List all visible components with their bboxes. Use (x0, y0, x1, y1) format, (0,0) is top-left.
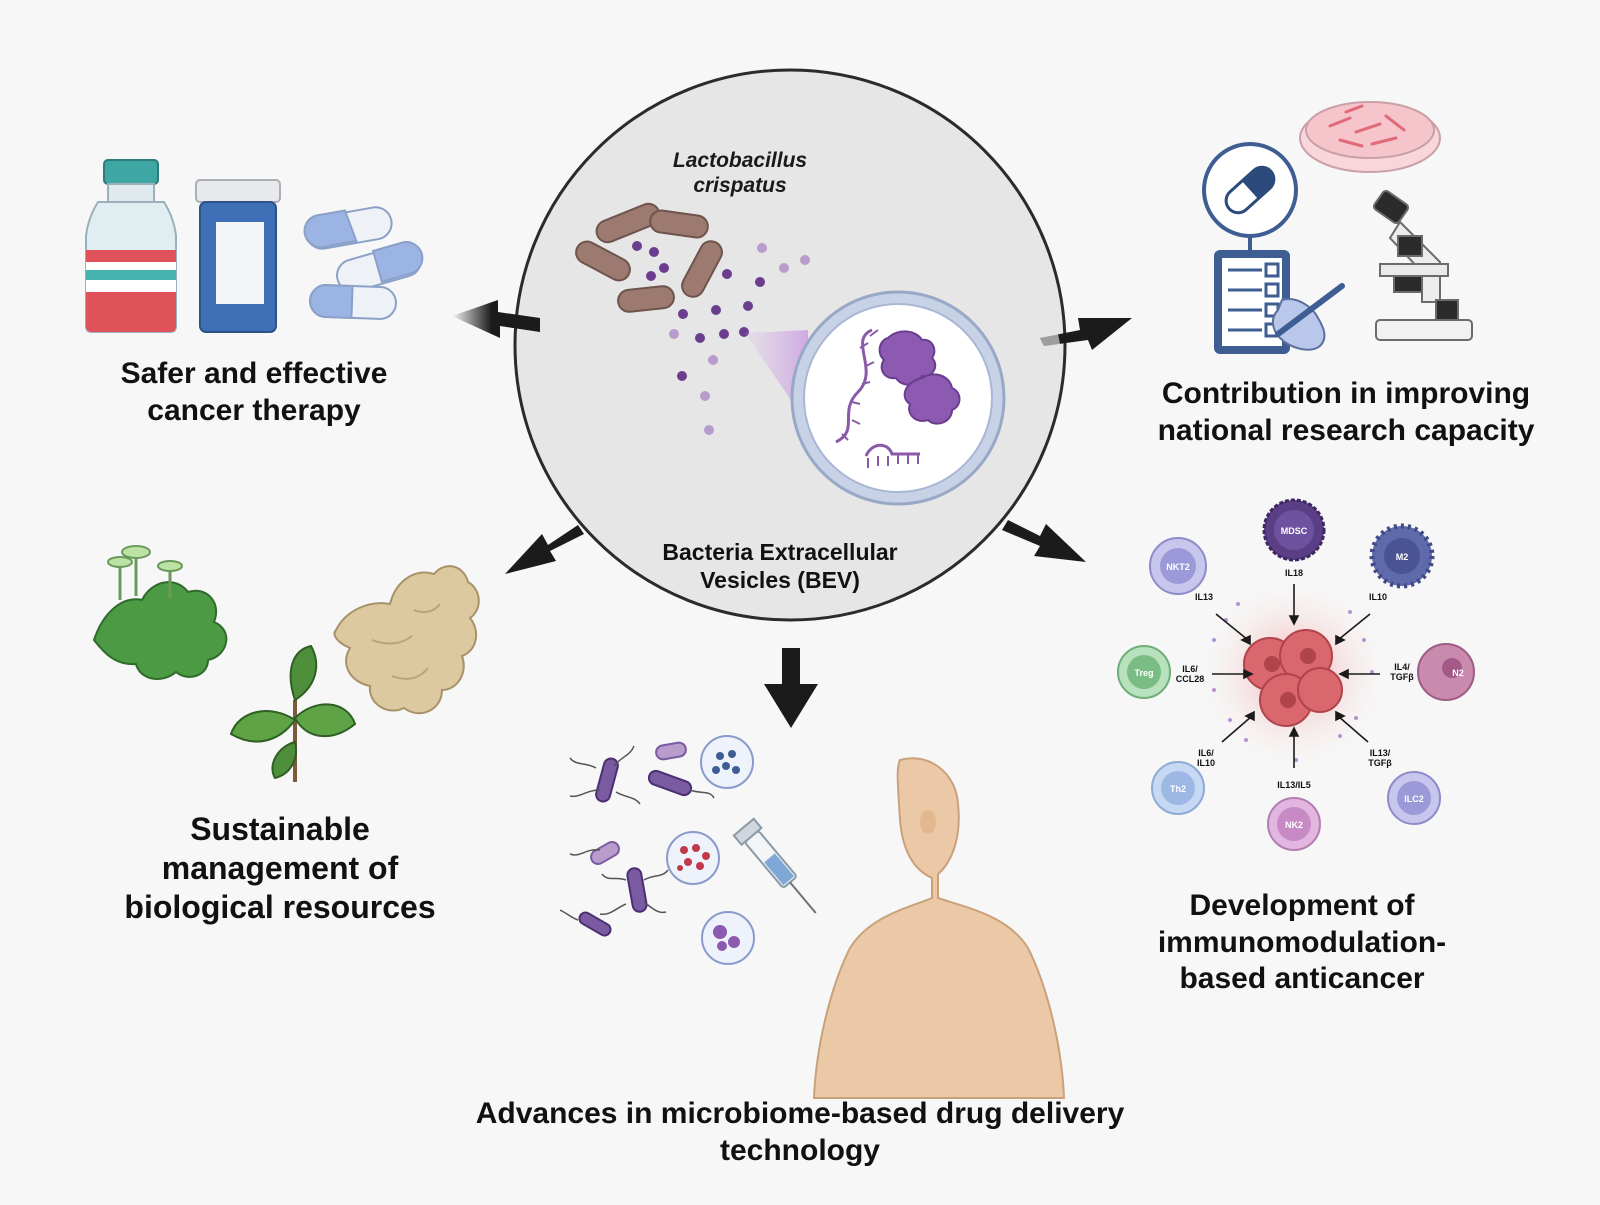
immunomodulation-icon (1194, 574, 1394, 774)
species-line-2: crispatus (693, 174, 787, 198)
bacteria-rods (575, 202, 723, 313)
label-cancer-therapy-line-1: Safer and effective (120, 357, 388, 390)
cell-treg-label: Treg (1134, 668, 1153, 678)
arrow-to-drug-delivery (764, 648, 818, 728)
cell-nk2-label: NK2 (1285, 820, 1303, 830)
cytokine-il6-il10-b: IL10 (1197, 758, 1215, 768)
cell-mdsc-label: MDSC (1281, 526, 1308, 536)
cell-m2: M2 (1369, 523, 1435, 589)
drug-delivery-icon (559, 735, 1066, 1099)
label-biological-resources-line-1: Sustainable (190, 811, 370, 847)
cytokine-il13-tgfb-b: TGFβ (1368, 758, 1392, 768)
label-biological-resources-line-3: biological resources (124, 889, 436, 926)
plants-icon (92, 545, 480, 782)
label-biological-resources: Sustainable management of biological res… (90, 810, 470, 927)
cytokine-il13-tgfb-a: IL13/ (1370, 748, 1391, 758)
label-immunomodulation: Development of immunomodulation- based a… (1122, 888, 1482, 998)
cytokine-il6-il10-a: IL6/ (1198, 748, 1214, 758)
cell-th2-label: Th2 (1170, 784, 1186, 794)
vesicle-dots (632, 241, 810, 435)
cytokine-il13: IL13 (1195, 592, 1213, 602)
cell-mdsc: MDSC (1262, 498, 1326, 562)
cell-nkt2: NKT2 (1149, 537, 1207, 595)
label-immunomodulation-line-1: Development of (1189, 889, 1415, 922)
species-line-1: Lactobacillus (672, 149, 808, 172)
center-title-line-2: Vesicles (BEV) (700, 567, 860, 594)
label-drug-delivery-line-2: technology (719, 1133, 880, 1167)
arrow-to-research (1040, 318, 1132, 350)
cytokine-il6-ccl28-b: CCL28 (1176, 674, 1205, 684)
cytokine-il10: IL10 (1369, 592, 1387, 602)
label-biological-resources-line-2: management of (161, 850, 399, 887)
center-title: Bacteria Extracellular Vesicles (BEV) (620, 538, 940, 594)
label-drug-delivery: Advances in microbiome-based drug delive… (440, 1096, 1160, 1169)
cytokine-il6-ccl28-a: IL6/ (1182, 664, 1198, 674)
cytokine-il4-tgfb-a: IL4/ (1394, 662, 1410, 672)
cell-ilc2: ILC2 (1387, 771, 1441, 825)
label-cancer-therapy-line-2: cancer therapy (147, 393, 361, 427)
vesicle-cargo-magnifier (790, 290, 1006, 506)
cell-nkt2-label: NKT2 (1166, 562, 1190, 572)
cell-th2: Th2 (1151, 761, 1205, 815)
species-name: Lactobacillus crispatus (600, 148, 880, 198)
cytokine-il13-il5: IL13/IL5 (1277, 780, 1311, 790)
label-drug-delivery-line-1: Advances in microbiome-based drug delive… (475, 1097, 1125, 1130)
cell-treg: Treg (1117, 645, 1171, 699)
research-capacity-icon (1202, 101, 1473, 354)
arrow-to-biological-resources (505, 525, 584, 574)
label-cancer-therapy: Safer and effective cancer therapy (84, 356, 424, 429)
cell-ilc2-label: ILC2 (1404, 794, 1424, 804)
cell-m2-label: M2 (1396, 552, 1409, 562)
label-immunomodulation-line-3: based anticancer (1179, 962, 1425, 996)
center-title-line-1: Bacteria Extracellular (662, 539, 898, 565)
cytokine-il18: IL18 (1285, 568, 1303, 578)
cytokine-labels: IL18 IL13 IL10 IL6/ CCL28 IL4/ TGFβ IL6/… (1176, 568, 1415, 790)
label-research-capacity: Contribution in improving national resea… (1136, 376, 1556, 449)
cell-nk2: NK2 (1267, 797, 1321, 851)
label-immunomodulation-line-2: immunomodulation- (1157, 925, 1447, 959)
arrow-to-cancer-therapy (452, 300, 540, 338)
cell-n2-label: N2 (1452, 668, 1464, 678)
medicine-icon (85, 159, 424, 333)
label-research-capacity-line-2: national research capacity (1157, 413, 1535, 447)
cell-n2: N2 (1417, 643, 1475, 701)
arrow-to-immunomodulation (1002, 520, 1086, 562)
cytokine-il4-tgfb-b: TGFβ (1390, 672, 1414, 682)
label-research-capacity-line-1: Contribution in improving (1161, 377, 1531, 410)
